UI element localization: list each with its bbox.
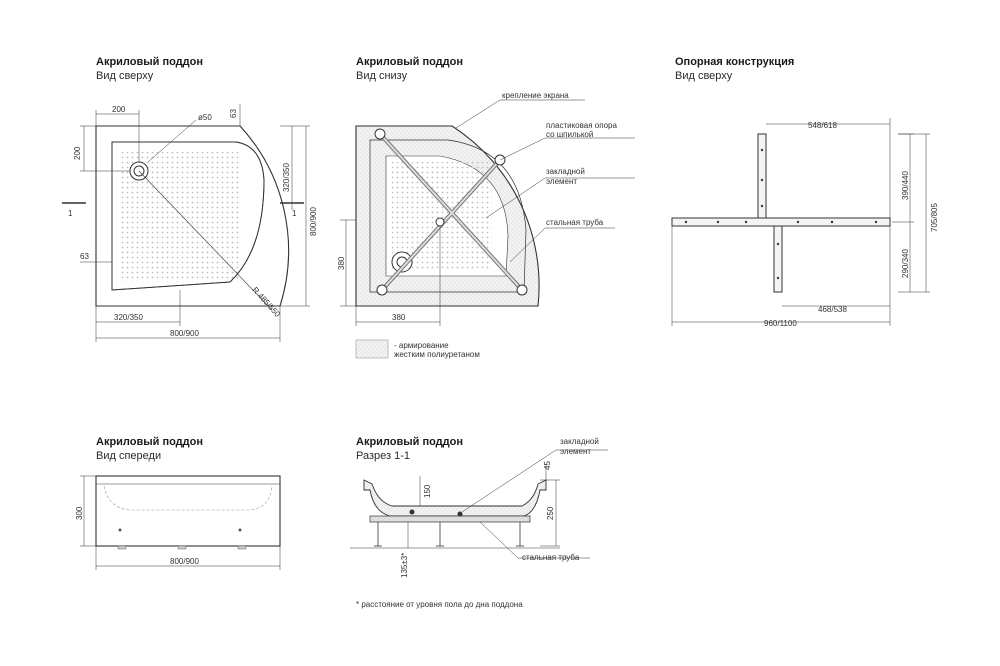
bottom-view-title: Акриловый поддон [356, 56, 464, 68]
dim-radius: R 485/550 [251, 285, 283, 319]
dim-63-left: 63 [80, 252, 89, 261]
section-view [350, 449, 608, 559]
bottom-drain [391, 251, 413, 273]
dim-468-538: 468/538 [818, 305, 847, 314]
bottom-view [340, 99, 635, 326]
tray-outline [95, 125, 290, 307]
dim-548-618: 548/618 [808, 121, 837, 130]
bottom-view-subtitle: Вид снизу [356, 70, 408, 82]
legend-swatch [355, 339, 389, 359]
dim-diameter-50: ø50 [198, 113, 212, 122]
support-view-title: Опорная конструкция [675, 56, 795, 68]
dim-200-vertical: 200 [73, 146, 82, 160]
front-view-title: Акриловый поддон [96, 436, 204, 448]
dim-200-top: 200 [112, 105, 126, 114]
legend-line-1: - армирование [394, 341, 449, 350]
label-plastic-support-1: пластиковая опора [546, 121, 617, 130]
section-label-steel-pipe: стальная труба [522, 553, 580, 562]
front-body [95, 475, 281, 547]
section-label-embedded-2: элемент [560, 447, 591, 456]
dim-380-horizontal: 380 [392, 313, 406, 322]
support-beam-lower [773, 225, 783, 293]
footnote: * расстояние от уровня пола до дна поддо… [356, 600, 523, 609]
dim-150: 150 [423, 484, 432, 498]
label-screen-mount: крепление экрана [502, 91, 569, 100]
top-view [62, 104, 310, 342]
front-view [80, 475, 281, 570]
dim-320-350-vertical: 320/350 [282, 163, 291, 192]
section-label-embedded-1: закладной [560, 437, 599, 446]
dim-front-800-900: 800/900 [170, 557, 199, 566]
legend-line-2: жестким полиуретаном [394, 350, 480, 359]
section-profile [363, 479, 547, 517]
dim-45: 45 [543, 461, 552, 470]
dim-250: 250 [546, 506, 555, 520]
section-mark-right: 1 [292, 209, 297, 218]
support-beam-upper [757, 133, 767, 219]
section-mark-left: 1 [68, 209, 73, 218]
support-beam-horizontal [671, 217, 891, 227]
support-view [671, 118, 930, 326]
dim-390-440: 390/440 [901, 171, 910, 200]
dim-800-900-vertical: 800/900 [309, 207, 318, 236]
dim-705-805: 705/805 [930, 203, 939, 232]
dim-135: 135±3* [400, 553, 409, 578]
section-steel-pipe [369, 515, 531, 523]
label-steel-pipe: стальная труба [546, 218, 604, 227]
dim-290-340: 290/340 [901, 249, 910, 278]
dim-320-350-horizontal: 320/350 [114, 313, 143, 322]
top-view-subtitle: Вид сверху [96, 70, 154, 82]
top-view-title: Акриловый поддон [96, 56, 204, 68]
dim-63-top: 63 [229, 109, 238, 118]
section-view-title: Акриловый поддон [356, 436, 464, 448]
dim-380-vertical: 380 [337, 256, 346, 270]
section-view-subtitle: Разрез 1-1 [356, 450, 411, 462]
front-view-subtitle: Вид спереди [96, 450, 162, 462]
label-embedded-1: закладной [546, 167, 585, 176]
support-view-subtitle: Вид сверху [675, 70, 733, 82]
dim-300: 300 [75, 506, 84, 520]
dim-800-900-horizontal: 800/900 [170, 329, 199, 338]
dim-960-1100: 960/1100 [764, 319, 797, 328]
label-plastic-support-2: со шпилькой [546, 130, 593, 139]
label-embedded-2: элемент [546, 177, 577, 186]
